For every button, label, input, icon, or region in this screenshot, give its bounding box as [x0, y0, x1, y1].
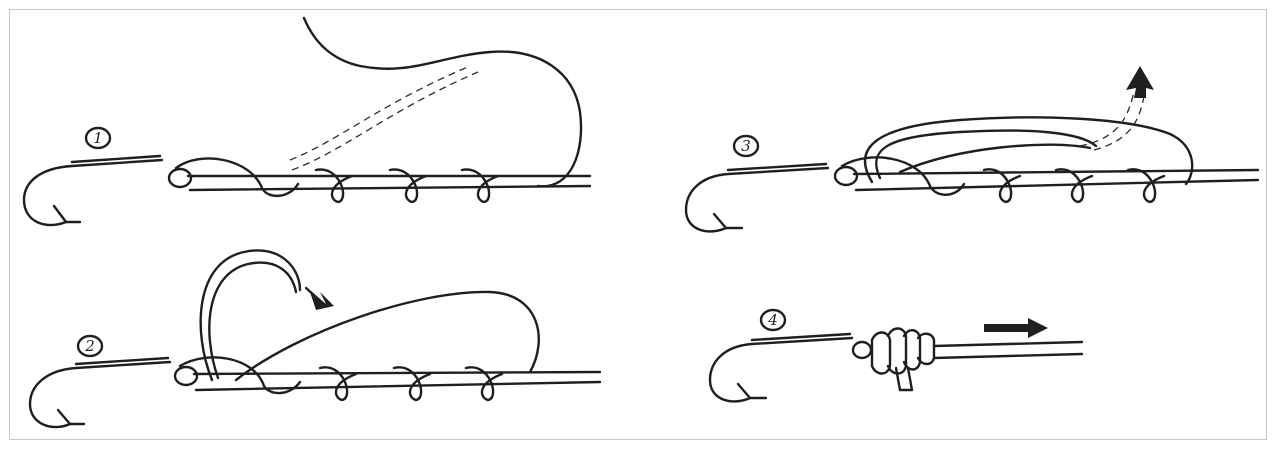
- step-1-wraps: [176, 158, 498, 202]
- step-1-hook: [24, 156, 162, 225]
- step-2-hook: [30, 358, 170, 427]
- step-3-arrow-icon: [1126, 66, 1154, 98]
- step-2-panel: 2: [30, 250, 600, 427]
- step-3-number-badge: 3: [734, 136, 758, 156]
- step-1-main-line: [188, 176, 590, 190]
- step-2-loop: [201, 250, 539, 380]
- step-3-hook: [686, 164, 828, 231]
- step-2-hook-eye: [175, 367, 197, 385]
- svg-text:3: 3: [741, 137, 751, 155]
- svg-text:2: 2: [84, 337, 95, 355]
- step-1-hidden-line: [290, 66, 478, 170]
- step-2-number-badge: 2: [78, 336, 102, 356]
- step-4-arrow-icon: [984, 318, 1048, 338]
- step-4-finished-knot: [853, 329, 934, 391]
- step-1-number-badge: 1: [86, 128, 110, 148]
- step-1-hook-eye: [169, 169, 191, 187]
- svg-text:1: 1: [93, 129, 103, 147]
- step-2-main-line: [194, 372, 600, 390]
- step-2-wraps: [180, 357, 502, 400]
- step-3-wraps: [842, 157, 1164, 202]
- step-4-main-line: [934, 342, 1082, 358]
- step-4-number-badge: 4: [761, 310, 785, 330]
- step-2-arrow-icon: [306, 288, 334, 310]
- step-1-tag-end: [304, 18, 581, 186]
- step-4-hook: [710, 334, 852, 401]
- step-3-main-line: [854, 170, 1258, 190]
- step-3-hook-eye: [835, 167, 857, 185]
- step-4-panel: 4: [710, 310, 1082, 401]
- svg-text:4: 4: [767, 311, 778, 329]
- step-1-panel: 1: [24, 18, 590, 225]
- step-3-panel: 3: [686, 66, 1258, 231]
